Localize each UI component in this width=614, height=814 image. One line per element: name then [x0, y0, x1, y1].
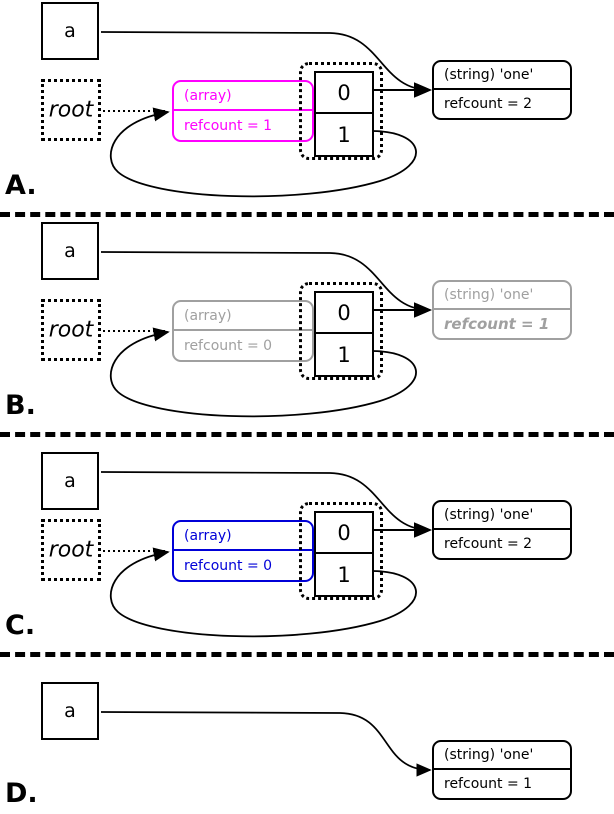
string-refcount-label: refcount = 2 — [444, 96, 533, 112]
variable-box-a: a — [41, 222, 99, 280]
root-label: root — [48, 97, 94, 123]
array-cell-0-label: 0 — [337, 520, 351, 545]
variable-label: a — [64, 20, 76, 42]
string-type-label: (string) 'one' — [444, 507, 534, 523]
array-cells-wrapper: 0 1 — [299, 282, 383, 380]
string-refcount-row: refcount = 2 — [434, 90, 570, 118]
array-refcount-label: refcount = 0 — [184, 557, 273, 574]
array-type-label: (array) — [184, 527, 232, 544]
array-refcount-row: refcount = 0 — [174, 551, 312, 580]
separator-c-d — [0, 652, 614, 657]
array-cell-1-label: 1 — [337, 562, 351, 587]
array-cell-1-label: 1 — [337, 342, 351, 367]
string-type-label: (string) 'one' — [444, 287, 534, 303]
array-type-row: (array) — [174, 82, 312, 111]
array-type-label: (array) — [184, 307, 232, 324]
string-type-label: (string) 'one' — [444, 747, 534, 763]
array-cells: 0 1 — [314, 291, 374, 377]
variable-label: a — [64, 240, 76, 262]
array-refcount-label: refcount = 0 — [184, 337, 273, 354]
panel-b: a root (array) refcount = 0 0 1 — [0, 220, 614, 440]
edge-a-to-string — [100, 711, 432, 777]
array-cell-1: 1 — [316, 334, 372, 375]
root-label: root — [48, 317, 94, 343]
array-cell-0: 0 — [316, 293, 372, 334]
string-zval-box: (string) 'one' refcount = 1 — [432, 280, 572, 340]
variable-box-a: a — [41, 452, 99, 510]
array-cell-1: 1 — [316, 554, 372, 595]
panel-d: a (string) 'one' refcount = 1 D. — [0, 660, 614, 814]
array-cells: 0 1 — [314, 511, 374, 597]
string-type-row: (string) 'one' — [434, 62, 570, 90]
panel-letter-c: C. — [5, 610, 36, 641]
string-refcount-label: refcount = 1 — [444, 776, 533, 792]
array-refcount-row: refcount = 1 — [174, 111, 312, 140]
root-box: root — [41, 79, 101, 141]
array-refcount-label: refcount = 1 — [184, 117, 273, 134]
panel-letter-d: D. — [5, 778, 38, 809]
array-zval-box: (array) refcount = 1 — [172, 80, 314, 142]
root-box: root — [41, 519, 101, 581]
array-cell-1: 1 — [316, 114, 372, 155]
panel-letter-b: B. — [5, 390, 36, 421]
separator-a-b — [0, 212, 614, 217]
array-type-row: (array) — [174, 302, 312, 331]
root-box: root — [41, 299, 101, 361]
array-cell-0: 0 — [316, 73, 372, 114]
array-type-label: (array) — [184, 87, 232, 104]
variable-label: a — [64, 700, 76, 722]
array-cell-0: 0 — [316, 513, 372, 554]
array-type-row: (array) — [174, 522, 312, 551]
string-refcount-label: refcount = 1 — [444, 315, 550, 333]
array-cell-0-label: 0 — [337, 300, 351, 325]
string-zval-box: (string) 'one' refcount = 2 — [432, 60, 572, 120]
array-zval-box: (array) refcount = 0 — [172, 520, 314, 582]
string-refcount-label: refcount = 2 — [444, 536, 533, 552]
string-type-row: (string) 'one' — [434, 502, 570, 530]
panel-letter-a: A. — [5, 170, 37, 201]
array-refcount-row: refcount = 0 — [174, 331, 312, 360]
array-cell-0-label: 0 — [337, 80, 351, 105]
separator-b-c — [0, 432, 614, 437]
string-refcount-row: refcount = 1 — [434, 310, 570, 338]
variable-box-a: a — [41, 682, 99, 740]
array-cells: 0 1 — [314, 71, 374, 157]
string-refcount-row: refcount = 1 — [434, 770, 570, 798]
variable-box-a: a — [41, 2, 99, 60]
string-zval-box: (string) 'one' refcount = 1 — [432, 740, 572, 800]
string-type-label: (string) 'one' — [444, 67, 534, 83]
array-zval-box: (array) refcount = 0 — [172, 300, 314, 362]
variable-label: a — [64, 470, 76, 492]
string-refcount-row: refcount = 2 — [434, 530, 570, 558]
string-zval-box: (string) 'one' refcount = 2 — [432, 500, 572, 560]
panel-c: a root (array) refcount = 0 0 1 — [0, 440, 614, 660]
string-type-row: (string) 'one' — [434, 282, 570, 310]
root-label: root — [48, 537, 94, 563]
panel-a: a root (array) refcount = 1 0 1 — [0, 0, 614, 220]
array-cells-wrapper: 0 1 — [299, 62, 383, 160]
array-cells-wrapper: 0 1 — [299, 502, 383, 600]
array-cell-1-label: 1 — [337, 122, 351, 147]
string-type-row: (string) 'one' — [434, 742, 570, 770]
